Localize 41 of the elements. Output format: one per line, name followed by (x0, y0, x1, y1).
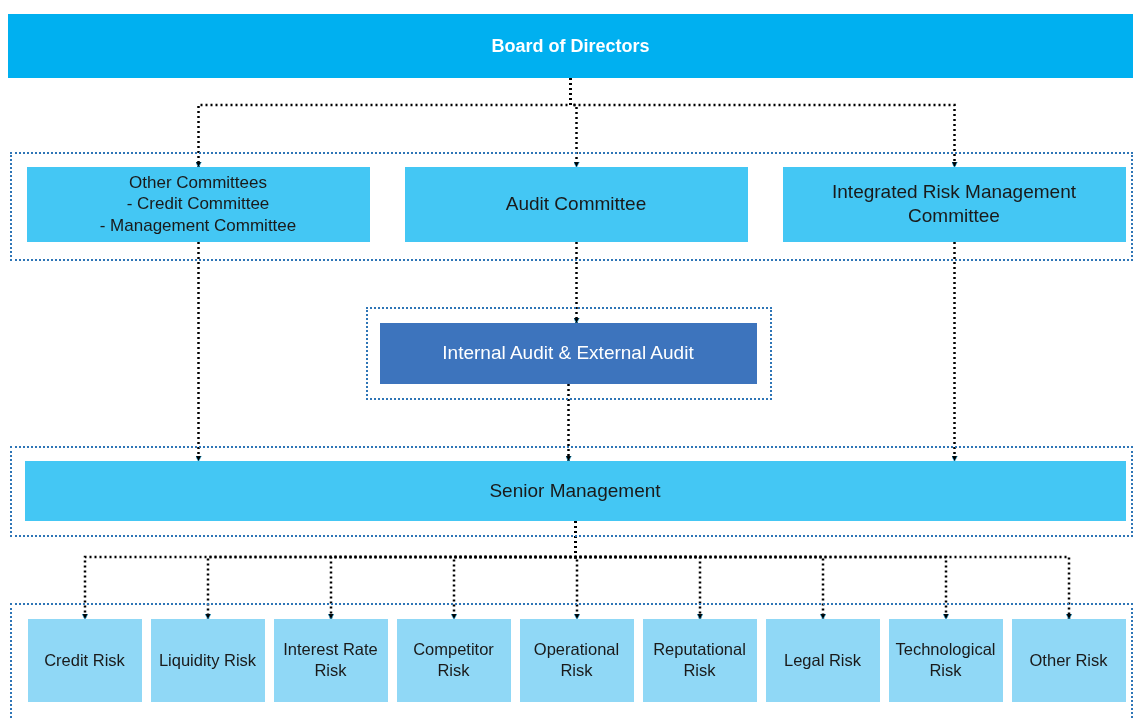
box-label: Reputational Risk (652, 639, 747, 681)
group-frame (10, 603, 1133, 718)
arrow (951, 242, 958, 462)
risk-box (27, 618, 142, 702)
arrow (195, 242, 202, 462)
risk-box (150, 618, 265, 702)
group-frame (10, 446, 1133, 537)
box-label: Audit Committee (505, 192, 647, 216)
committee-box (782, 166, 1126, 242)
arrow (569, 78, 958, 168)
box-label: Technological Risk (894, 639, 997, 681)
risk-box (642, 618, 757, 702)
box-label: Interest Rate Risk (282, 639, 379, 681)
box-label: Board of Directors (491, 34, 650, 58)
risk-box (1011, 618, 1126, 702)
risk-box (273, 618, 388, 702)
committee-box (26, 166, 370, 242)
risk-box (519, 618, 634, 702)
box-label: Operational Risk (532, 639, 621, 681)
box-label: Other Risk (1028, 649, 1109, 671)
box-label: Other Committees (129, 172, 267, 194)
group-frame (366, 307, 772, 400)
box-label: Competitor Risk (412, 639, 495, 681)
list-item: - Credit Committee (126, 193, 270, 215)
arrow (573, 242, 580, 324)
process-box (379, 322, 757, 384)
process-box (24, 460, 1126, 521)
box-label: Liquidity Risk (157, 649, 258, 671)
list-item: - Management Committee (99, 214, 297, 236)
risk-box (765, 618, 880, 702)
box-label: Integrated Risk Management Committee (831, 180, 1077, 228)
risk-box (396, 618, 511, 702)
group-frame (10, 152, 1133, 261)
committee-box (404, 166, 748, 242)
risk-box (888, 618, 1003, 702)
arrow (565, 384, 572, 462)
box-label: Internal Audit & External Audit (442, 341, 694, 365)
box-label: Legal Risk (782, 649, 862, 671)
box-label: Senior Management (489, 478, 661, 503)
box-label: Credit Risk (43, 649, 126, 671)
title-bar (8, 14, 1133, 78)
